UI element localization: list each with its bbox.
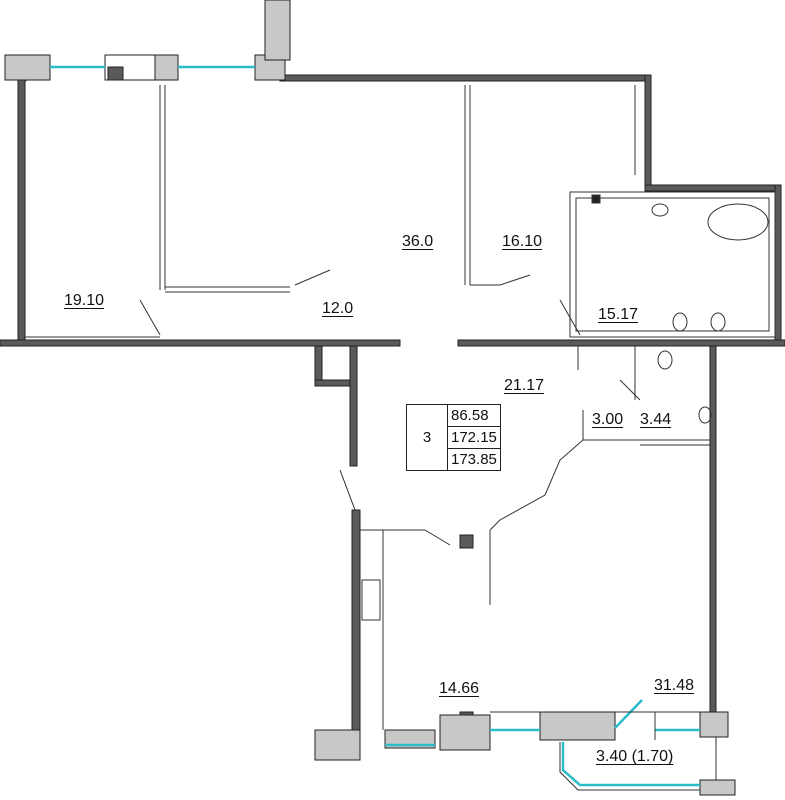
windows — [50, 65, 700, 787]
sink-icon — [698, 406, 712, 424]
partitions — [24, 79, 776, 791]
living-area: 86.58 — [447, 404, 501, 427]
room-area-label: 3.00 — [592, 411, 624, 428]
bathtub-icon — [707, 203, 769, 241]
room-area-label: 21.17 — [504, 377, 545, 394]
room-area-label: 12.0 — [322, 300, 354, 317]
room-area-label: 3.40 (1.70) — [596, 748, 674, 765]
walls — [0, 66, 785, 736]
room-area-label: 15.17 — [598, 306, 639, 323]
area-summary-table: 3 86.58 172.15 173.85 — [406, 404, 501, 471]
total-area: 172.15 — [447, 426, 501, 449]
room-area-label: 16.10 — [502, 233, 543, 250]
columns — [4, 0, 736, 796]
fixtures — [591, 194, 769, 424]
room-area-label: 36.0 — [402, 233, 434, 250]
room-count: 3 — [406, 404, 448, 471]
room-area-label: 31.48 — [654, 677, 695, 694]
toilet-icon — [672, 312, 688, 332]
room-area-label: 14.66 — [439, 680, 480, 697]
total-area-with-balcony: 173.85 — [447, 448, 501, 471]
room-area-label: 3.44 — [640, 411, 672, 428]
sink-icon — [651, 203, 669, 217]
toilet-icon — [657, 350, 673, 370]
toilet-icon — [710, 312, 726, 332]
room-area-label: 19.10 — [64, 292, 105, 309]
